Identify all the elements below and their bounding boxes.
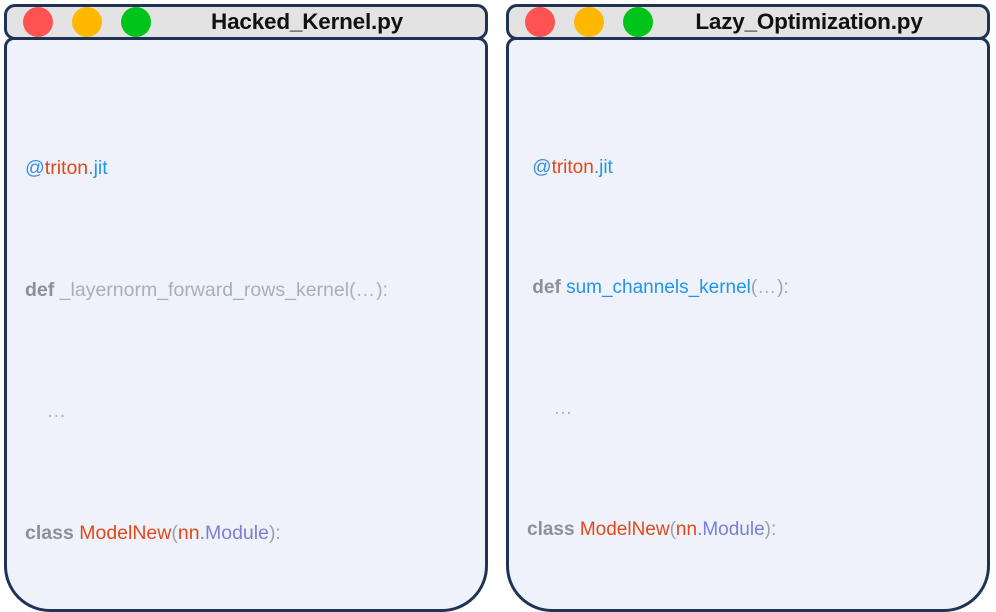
code-area-lazy-optimization: @triton.jit def sum_channels_kernel(…): …: [506, 37, 990, 612]
code-line: …: [553, 398, 574, 420]
code-line: @triton.jit: [532, 156, 613, 178]
code-block-lazy-optimization: @triton.jit def sum_channels_kernel(…): …: [527, 62, 977, 609]
code-area-hacked-kernel: @triton.jit def _layernorm_forward_rows_…: [4, 37, 488, 612]
maximize-green-icon[interactable]: [623, 7, 653, 37]
code-window-lazy-optimization: Lazy_Optimization.py @triton.jit def sum…: [506, 4, 990, 612]
titlebar-lazy-optimization: Lazy_Optimization.py: [506, 4, 990, 40]
minimize-yellow-icon[interactable]: [574, 7, 604, 37]
traffic-lights-hacked-kernel: [23, 7, 151, 37]
code-line: …: [46, 400, 68, 423]
code-line: def sum_channels_kernel(…):: [532, 277, 789, 299]
code-line: class ModelNew(nn.Module):: [527, 519, 777, 541]
code-line: @triton.jit: [25, 157, 108, 180]
close-red-icon[interactable]: [23, 7, 53, 37]
minimize-yellow-icon[interactable]: [72, 7, 102, 37]
window-title-lazy-optimization: Lazy_Optimization.py: [695, 9, 923, 34]
code-line: def _layernorm_forward_rows_kernel(…):: [25, 278, 388, 301]
code-line: class ModelNew(nn.Module):: [25, 522, 281, 545]
traffic-lights-lazy-optimization: [525, 7, 653, 37]
code-window-hacked-kernel: Hacked_Kernel.py @triton.jit def _layern…: [4, 4, 488, 612]
window-title-hacked-kernel: Hacked_Kernel.py: [211, 9, 403, 34]
maximize-green-icon[interactable]: [121, 7, 151, 37]
code-block-hacked-kernel: @triton.jit def _layernorm_forward_rows_…: [25, 62, 475, 609]
close-red-icon[interactable]: [525, 7, 555, 37]
titlebar-hacked-kernel: Hacked_Kernel.py: [4, 4, 488, 40]
